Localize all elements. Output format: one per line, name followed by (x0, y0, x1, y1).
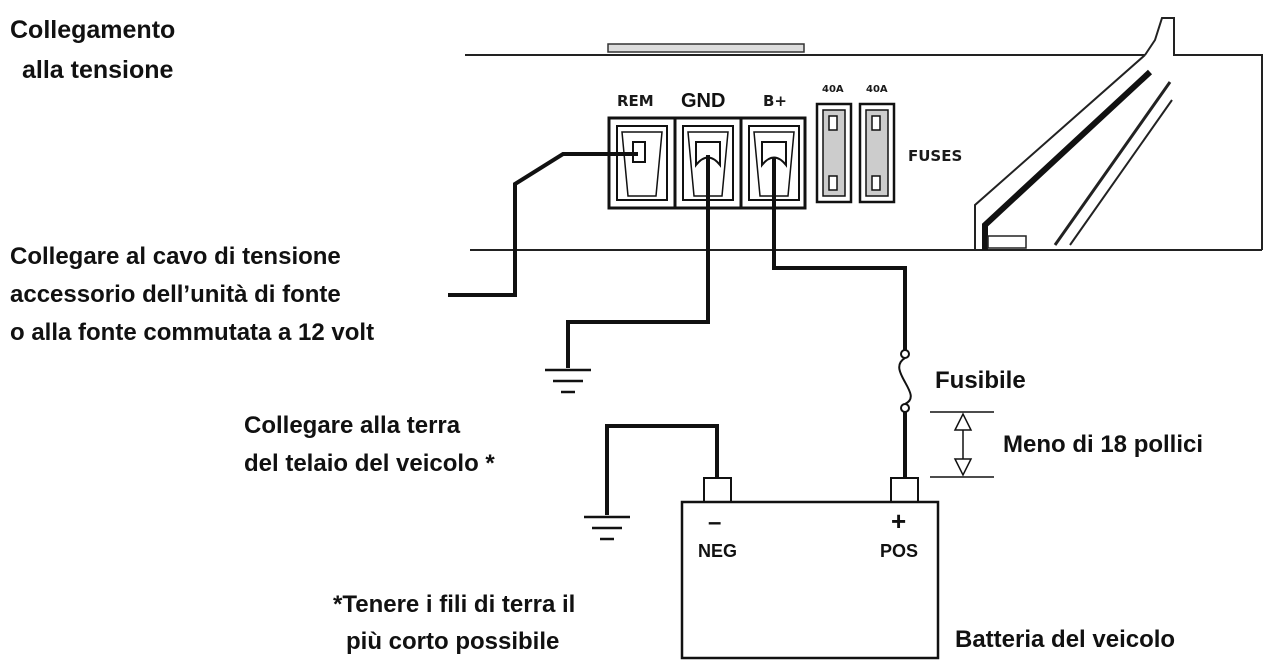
title-line-2: alla tensione (22, 56, 174, 84)
ground-note-line-1: Collegare alla terra (244, 412, 461, 439)
battery-neg-label: NEG (698, 541, 737, 561)
distance-indicator (930, 411, 994, 478)
remote-note-line-1: Collegare al cavo di tensione (10, 243, 341, 270)
remote-note-line-3: o alla fonte commutata a 12 volt (10, 319, 374, 346)
fuse-label: Fusibile (935, 367, 1026, 394)
fuse-1 (815, 102, 853, 204)
rem-terminal (616, 125, 668, 201)
title-line-1: Collegamento (10, 16, 175, 44)
battery-label: Batteria del veicolo (955, 626, 1175, 653)
battery-pos-symbol: + (891, 506, 906, 536)
chassis-ground-symbol (584, 515, 630, 541)
fuse1-rating: 40A (822, 84, 844, 95)
fuses-label: FUSES (908, 147, 962, 165)
rem-label: REM (617, 92, 654, 110)
bplus-wire (772, 158, 907, 350)
footnote-line-2: più corto possibile (346, 628, 559, 655)
gnd-wire (566, 155, 710, 368)
amp-ground-symbol (545, 368, 591, 394)
ground-note-line-2: del telaio del veicolo * (244, 450, 495, 477)
gnd-label: GND (681, 90, 725, 112)
amplifier-body (465, 17, 1263, 251)
distance-label: Meno di 18 pollici (1003, 431, 1203, 458)
chassis-ground-wire (605, 424, 719, 515)
remote-wire (448, 152, 638, 297)
battery-pos-label: POS (880, 541, 918, 561)
inline-fuse (898, 349, 912, 413)
bplus-label: B+ (763, 92, 787, 110)
battery-neg-symbol: – (708, 509, 721, 536)
footnote-line-1: *Tenere i fili di terra il (333, 591, 575, 618)
fuse2-rating: 40A (866, 84, 888, 95)
battery (680, 477, 940, 660)
remote-note-line-2: accessorio dell’unità di fonte (10, 281, 341, 308)
fuse-2 (858, 102, 896, 204)
